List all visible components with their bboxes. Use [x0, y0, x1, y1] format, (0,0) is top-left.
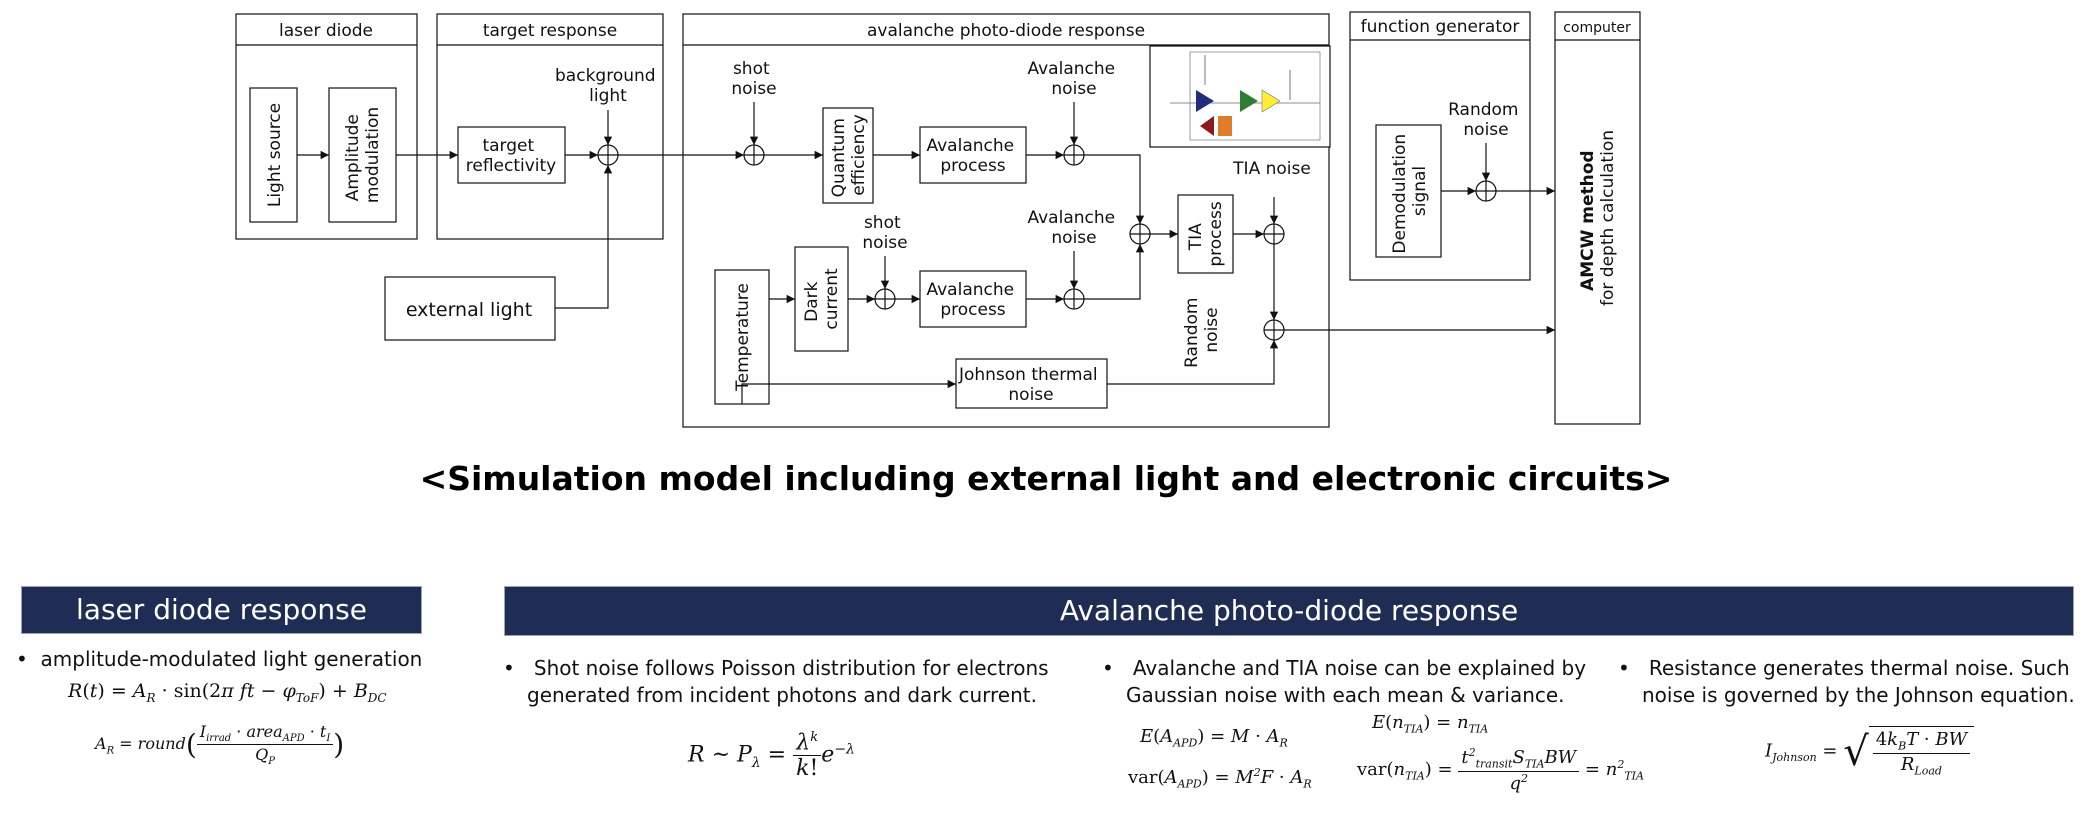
apd-col2-line2: Gaussian noise with each mean & variance…	[1126, 683, 1565, 707]
tia-amp-icon	[1196, 90, 1214, 112]
group-apd-response	[682, 13, 1330, 428]
apd-section-header: Avalanche photo-diode response	[504, 586, 2074, 636]
label-shot-noise-1: shot noise	[731, 59, 776, 99]
apd-col1-text: • Shot noise follows Poisson distributio…	[503, 655, 1063, 709]
apd-col3-line1: Resistance generates thermal noise. Such	[1648, 656, 2070, 680]
block-tia-process-label: TIA process	[1186, 201, 1226, 266]
block-light-source-label: Light source	[265, 103, 285, 207]
lpf-icon	[1218, 116, 1232, 136]
laser-bullet: • amplitude-modulated light generation	[16, 646, 426, 673]
apd-col2-line1: Avalanche and TIA noise can be explained…	[1132, 656, 1587, 680]
sum-junction-background	[597, 144, 619, 166]
equation-mean-apd: E(AAPD) = M · AR	[1140, 726, 1288, 750]
equation-mean-tia: E(nTIA) = nTIA	[1372, 712, 1489, 736]
block-avalanche-process-1-label: Avalanche process	[926, 136, 1019, 176]
group-target-response	[436, 13, 664, 240]
output-buffer-icon	[1261, 89, 1281, 113]
group-computer	[1554, 11, 1641, 425]
sum-junction-shot-2	[874, 288, 896, 310]
dc-cancel-icon	[1200, 116, 1214, 136]
laser-section-header: laser diode response	[21, 586, 422, 634]
bullet-dot: •	[16, 647, 41, 671]
link-upper-to-merge	[1084, 154, 1145, 224]
block-external-light-label: external light	[406, 299, 532, 321]
group-title-apd-response: avalanche photo-diode response	[867, 21, 1145, 41]
equation-var-apd: var(AAPD) = M2F · AR	[1128, 766, 1312, 791]
sum-junction-avalanche-2	[1063, 288, 1085, 310]
label-random-noise-fg: Random noise	[1448, 100, 1524, 140]
circuit-schematic-inset	[1149, 45, 1331, 148]
link-johnson-to-random	[1107, 340, 1279, 385]
group-title-laser-diode: laser diode	[279, 21, 373, 41]
block-amplitude-modulation-label: Amplitude modulation	[343, 107, 383, 203]
block-dark-current-label: Dark current	[802, 268, 842, 330]
block-demodulation-signal-label: Demodulation signal	[1390, 128, 1430, 253]
apd-col3-text: • Resistance generates thermal noise. Su…	[1618, 655, 2078, 709]
group-function-generator	[1349, 11, 1531, 281]
label-shot-noise-2: shot noise	[862, 213, 907, 253]
block-target-reflectivity-label: target reflectivity	[466, 136, 557, 176]
sum-junction-shot-1	[743, 144, 765, 166]
diagram-caption: <Simulation model including external lig…	[419, 459, 1673, 498]
block-johnson-thermal-noise-label: Johnson thermal noise	[958, 365, 1103, 405]
group-laser-diode	[235, 13, 418, 240]
sum-junction-avalanche-1	[1063, 144, 1085, 166]
apd-col1-line2: generated from incident photons and dark…	[527, 683, 1037, 707]
label-avalanche-noise-2: Avalanche noise	[1027, 208, 1120, 248]
group-title-target-response: target response	[483, 21, 617, 41]
sum-junction-fg	[1475, 180, 1497, 202]
link-lower-to-merge	[1084, 244, 1145, 300]
label-tia-noise: TIA noise	[1232, 159, 1311, 179]
equation-modulated-signal: R(t) = AR · sin(2π ft − φToF) + BDC	[68, 680, 387, 705]
label-background-light: background light	[555, 66, 661, 106]
apd-col2-text: • Avalanche and TIA noise can be explain…	[1102, 655, 1622, 709]
block-quantum-efficiency-label: Quantum efficiency	[829, 113, 869, 198]
sum-junction-random	[1263, 319, 1285, 341]
apd-col1-line1: Shot noise follows Poisson distribution …	[533, 656, 1049, 680]
group-title-function-generator: function generator	[1361, 17, 1520, 37]
block-avalanche-process-2-label: Avalanche process	[926, 280, 1019, 320]
apd-col3-line2: noise is governed by the Johnson equatio…	[1642, 683, 2075, 707]
sum-junction-tia	[1263, 223, 1285, 245]
link-external-to-sum	[555, 165, 613, 309]
label-avalanche-noise-1: Avalanche noise	[1027, 59, 1120, 99]
group-title-computer: computer	[1563, 20, 1631, 36]
label-random-noise-vertical: Random noise	[1182, 292, 1222, 368]
laser-bullet-text: amplitude-modulated light generation	[40, 647, 423, 671]
block-temperature-label: Temperature	[733, 283, 753, 392]
simulation-block-diagram: laser diode target response avalanche ph…	[235, 11, 1641, 428]
block-amcw-method-label: AMCW method for depth calculation	[1578, 130, 1618, 306]
sum-junction-merge	[1129, 223, 1151, 245]
link-temperature-to-johnson	[741, 379, 956, 404]
voltage-amp-icon	[1240, 90, 1258, 112]
